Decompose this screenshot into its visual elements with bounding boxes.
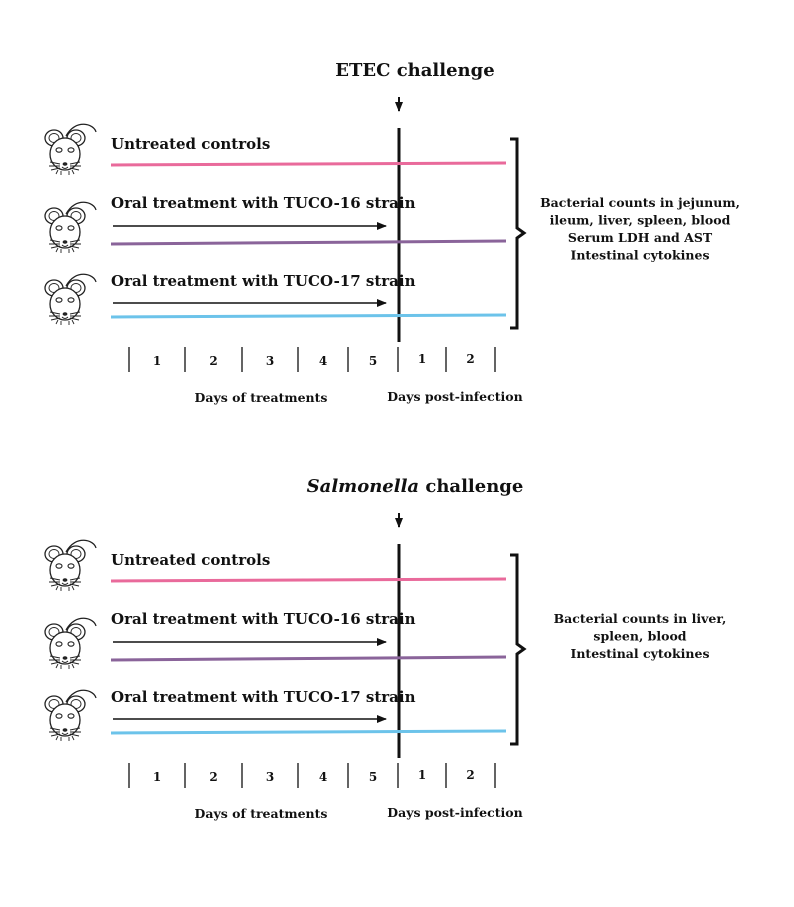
treatment-day: 4 xyxy=(319,354,327,368)
treatment-days-label: Days of treatments xyxy=(195,806,328,821)
group-timeline xyxy=(110,313,507,319)
treatment-day: 2 xyxy=(209,770,217,784)
group-label: Untreated controls xyxy=(111,551,270,569)
mouse-icon xyxy=(44,273,97,326)
panel-title-part: Salmonella xyxy=(307,476,419,497)
outcome-line: Intestinal cytokines xyxy=(571,646,710,661)
outcome-line: Serum LDH and AST xyxy=(568,230,713,245)
treatment-day: 3 xyxy=(266,354,274,368)
group-label: Oral treatment with TUCO-16 strain xyxy=(111,194,416,212)
treatment-days-label: Days of treatments xyxy=(195,390,328,405)
group-timeline xyxy=(110,161,507,167)
panel-title: ETEC challenge xyxy=(335,60,494,81)
panel-title-part: challenge xyxy=(419,476,523,497)
group-timeline xyxy=(110,655,507,662)
outcomes-bracket xyxy=(510,553,527,746)
treatment-day: 4 xyxy=(319,770,327,784)
mouse-icon xyxy=(44,539,97,592)
treatment-day: 5 xyxy=(369,770,377,784)
outcomes-bracket xyxy=(510,137,527,330)
outcome-line: Bacterial counts in jejunum, xyxy=(540,195,740,210)
treatment-day: 3 xyxy=(266,770,274,784)
post-infection-day: 1 xyxy=(418,352,426,366)
treatment-day: 1 xyxy=(153,770,161,784)
outcome-line: Bacterial counts in liver, xyxy=(554,611,727,626)
mouse-icon xyxy=(44,617,97,670)
group-timeline xyxy=(110,239,507,246)
post-infection-day: 2 xyxy=(466,352,474,366)
mouse-icon xyxy=(44,201,97,254)
post-infection-label: Days post-infection xyxy=(387,805,522,820)
outcome-line: spleen, blood xyxy=(593,629,686,644)
mouse-icon xyxy=(44,689,97,742)
outcome-line: ileum, liver, spleen, blood xyxy=(550,213,731,228)
treatment-day: 2 xyxy=(209,354,217,368)
group-label: Oral treatment with TUCO-16 strain xyxy=(111,610,416,628)
group-label: Oral treatment with TUCO-17 strain xyxy=(111,272,416,290)
panel-title: Salmonella challenge xyxy=(307,476,524,497)
mouse-icon xyxy=(44,123,97,176)
treatment-day: 1 xyxy=(153,354,161,368)
post-infection-label: Days post-infection xyxy=(387,389,522,404)
post-infection-day: 1 xyxy=(418,768,426,782)
outcome-line: Intestinal cytokines xyxy=(571,248,710,263)
treatment-day: 5 xyxy=(369,354,377,368)
group-label: Untreated controls xyxy=(111,135,270,153)
group-timeline xyxy=(110,729,507,735)
group-timeline xyxy=(110,577,507,583)
post-infection-day: 2 xyxy=(466,768,474,782)
group-label: Oral treatment with TUCO-17 strain xyxy=(111,688,416,706)
panel-title-part: ETEC challenge xyxy=(335,60,494,81)
outcomes-text: Bacterial counts in jejunum, ileum, liver… xyxy=(540,195,740,263)
